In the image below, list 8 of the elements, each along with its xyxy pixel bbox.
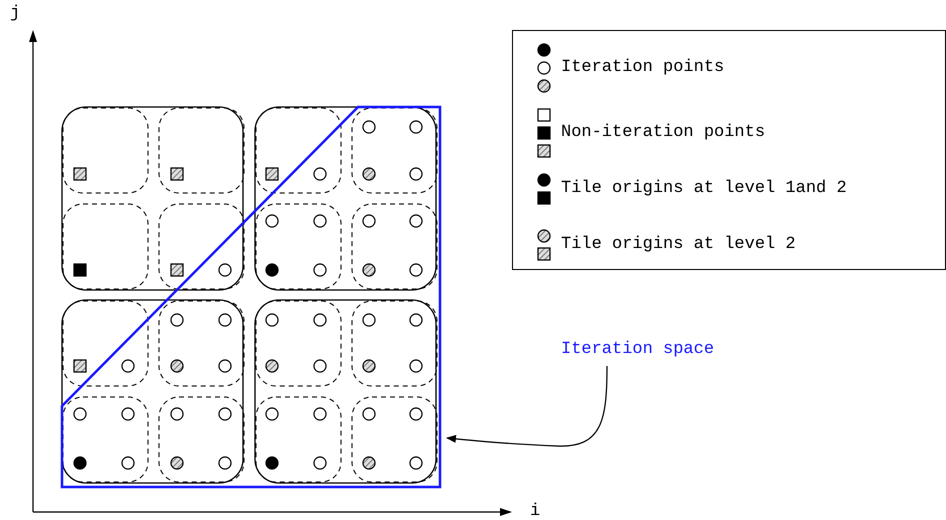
axis-label: j: [10, 4, 20, 24]
legend-text: Tile origins at level 2: [561, 235, 796, 255]
annotation-text: Iteration space: [561, 340, 751, 360]
axis-label: i: [530, 502, 540, 520]
legend-text: Tile origins at level 1and 2: [561, 179, 847, 199]
legend-text: Non-iteration points: [561, 123, 766, 143]
arrow: [446, 366, 608, 447]
legend-text: Iteration points: [561, 58, 724, 78]
